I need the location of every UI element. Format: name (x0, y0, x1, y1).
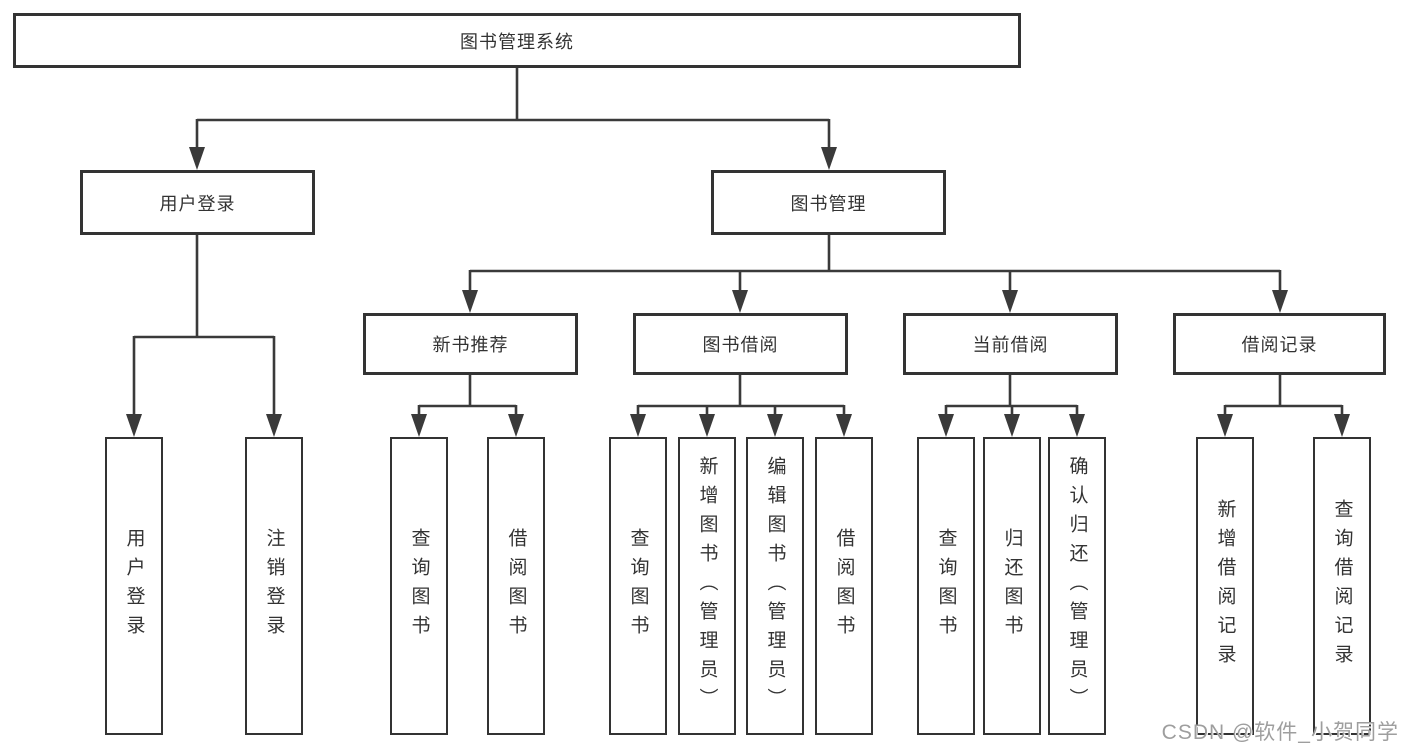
leaf-borrow-query-label: 查询图书 (627, 528, 649, 644)
node-user-login-label: 用户登录 (159, 193, 236, 214)
node-book-borrow-label: 图书借阅 (702, 335, 779, 355)
leaf-newbook-borrow-label: 借阅图书 (505, 528, 527, 644)
leaf-current-return-label: 归还图书 (1001, 528, 1023, 644)
node-current-borrow-label: 当前借阅 (972, 335, 1049, 355)
leaf-current-confirm-admin: 确认归还（管理员） (1048, 437, 1106, 735)
leaf-borrow-borrow-label: 借阅图书 (833, 528, 855, 644)
node-borrow-record-label: 借阅记录 (1241, 335, 1318, 355)
leaf-record-add: 新增借阅记录 (1196, 437, 1254, 735)
leaf-newbook-borrow: 借阅图书 (487, 437, 545, 735)
node-current-borrow: 当前借阅 (903, 313, 1118, 375)
node-new-book-recommend-label: 新书推荐 (432, 335, 509, 355)
leaf-logout: 注销登录 (245, 437, 303, 735)
leaf-record-query-label: 查询借阅记录 (1331, 499, 1353, 673)
node-book-borrow: 图书借阅 (633, 313, 848, 375)
csdn-watermark: CSDN @软件_小贺同学 (1161, 721, 1399, 744)
leaf-borrow-add-admin-label: 新增图书（管理员） (696, 455, 718, 717)
node-borrow-record: 借阅记录 (1173, 313, 1386, 375)
leaf-logout-label: 注销登录 (263, 528, 285, 644)
leaf-current-confirm-admin-label: 确认归还（管理员） (1066, 455, 1088, 717)
leaf-record-add-label: 新增借阅记录 (1214, 499, 1236, 673)
leaf-newbook-query-label: 查询图书 (408, 528, 430, 644)
node-root-label: 图书管理系统 (460, 31, 574, 52)
node-new-book-recommend: 新书推荐 (363, 313, 578, 375)
leaf-current-query-label: 查询图书 (935, 528, 957, 644)
leaf-borrow-query: 查询图书 (609, 437, 667, 735)
leaf-borrow-add-admin: 新增图书（管理员） (678, 437, 736, 735)
leaf-newbook-query: 查询图书 (390, 437, 448, 735)
leaf-borrow-borrow: 借阅图书 (815, 437, 873, 735)
node-user-login: 用户登录 (80, 170, 315, 235)
node-book-management-label: 图书管理 (790, 193, 867, 214)
leaf-borrow-edit-admin-label: 编辑图书（管理员） (764, 455, 786, 717)
arrowheads (126, 147, 1350, 437)
leaf-user-login: 用户登录 (105, 437, 163, 735)
leaf-current-query: 查询图书 (917, 437, 975, 735)
node-book-management: 图书管理 (711, 170, 946, 235)
leaf-user-login-label: 用户登录 (123, 528, 145, 644)
leaf-current-return: 归还图书 (983, 437, 1041, 735)
node-root: 图书管理系统 (13, 13, 1021, 68)
leaf-record-query: 查询借阅记录 (1313, 437, 1371, 735)
leaf-borrow-edit-admin: 编辑图书（管理员） (746, 437, 804, 735)
